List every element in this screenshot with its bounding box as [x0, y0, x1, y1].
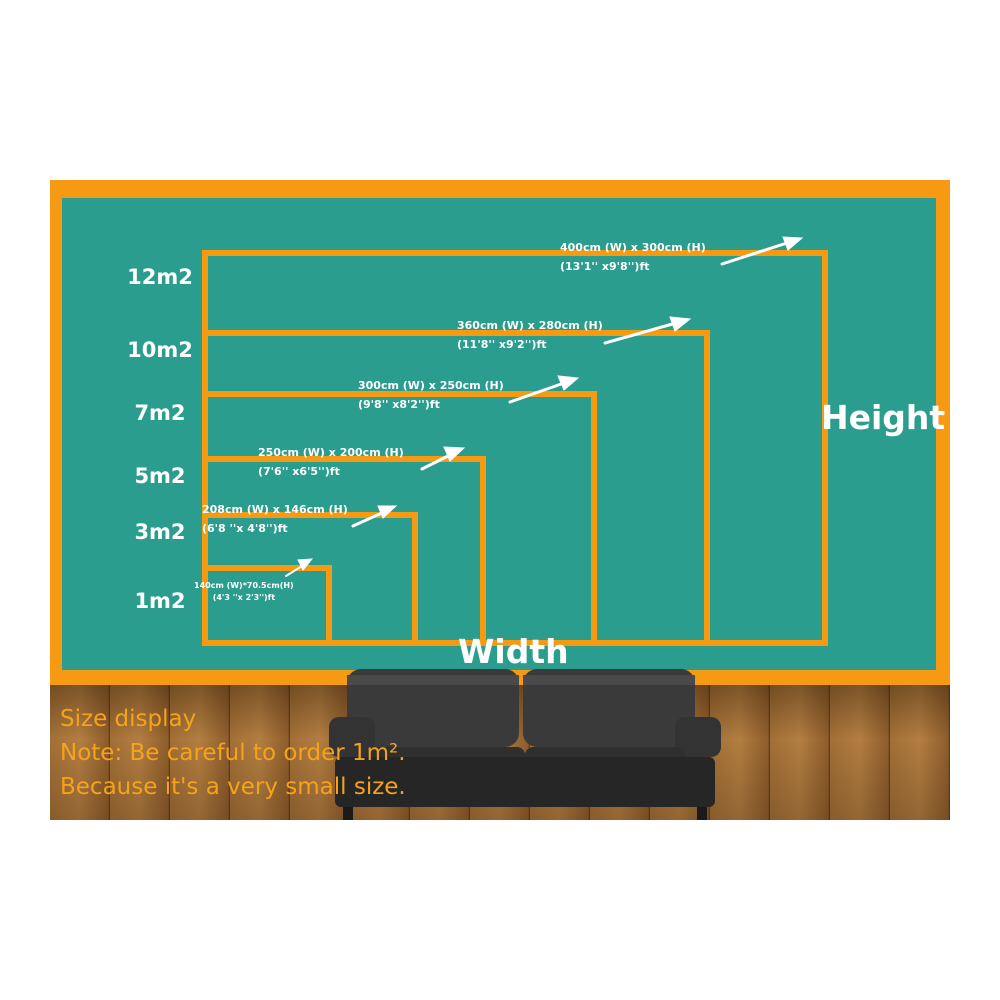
size-note: Size display Note: Be careful to order 1… — [60, 702, 406, 804]
note-line-3: Because it's a very small size. — [60, 774, 406, 800]
wall-size-diagram: 12m2 10m2 7m2 5m2 3m2 1m2 400cm (W) x 30… — [50, 180, 950, 820]
dimension-cm: 140cm (W)*70.5cm(H) — [194, 581, 294, 590]
dimension-text-1m2: 140cm (W)*70.5cm(H) (4'3 ''x 2'3'')ft — [194, 580, 294, 604]
area-label-3m2: 3m2 — [134, 520, 186, 544]
width-label: Width — [458, 632, 569, 671]
note-line-2: Note: Be careful to order 1m². — [60, 740, 406, 766]
size-rect-1m2 — [202, 565, 332, 646]
dimension-text-10m2: 360cm (W) x 280cm (H) (11'8'' x9'2'')ft — [457, 316, 603, 354]
dimension-text-3m2: 208cm (W) x 146cm (H) (6'8 ''x 4'8'')ft — [202, 500, 348, 538]
dimension-ft: (4'3 ''x 2'3'')ft — [212, 593, 276, 602]
height-label: Height — [821, 398, 946, 437]
dimension-ft: (7'6'' x6'5'')ft — [258, 465, 340, 478]
sofa-image — [329, 669, 721, 820]
note-line-1: Size display — [60, 706, 197, 732]
dimension-text-12m2: 400cm (W) x 300cm (H) (13'1'' x9'8'')ft — [560, 238, 706, 276]
dimension-cm: 300cm (W) x 250cm (H) — [358, 379, 504, 392]
area-label-12m2: 12m2 — [127, 265, 193, 289]
dimension-text-7m2: 300cm (W) x 250cm (H) (9'8'' x8'2'')ft — [358, 376, 504, 414]
area-label-10m2: 10m2 — [127, 338, 193, 362]
dimension-ft: (6'8 ''x 4'8'')ft — [202, 522, 288, 535]
dimension-cm: 208cm (W) x 146cm (H) — [202, 503, 348, 516]
dimension-cm: 400cm (W) x 300cm (H) — [560, 241, 706, 254]
dimension-ft: (13'1'' x9'8'')ft — [560, 260, 650, 273]
dimension-cm: 250cm (W) x 200cm (H) — [258, 446, 404, 459]
dimension-ft: (9'8'' x8'2'')ft — [358, 398, 440, 411]
dimension-text-5m2: 250cm (W) x 200cm (H) (7'6'' x6'5'')ft — [258, 443, 404, 481]
dimension-cm: 360cm (W) x 280cm (H) — [457, 319, 603, 332]
dimension-ft: (11'8'' x9'2'')ft — [457, 338, 547, 351]
wall-panel: 12m2 10m2 7m2 5m2 3m2 1m2 400cm (W) x 30… — [62, 198, 936, 670]
area-label-5m2: 5m2 — [134, 464, 186, 488]
area-label-1m2: 1m2 — [134, 589, 186, 613]
area-label-7m2: 7m2 — [134, 401, 186, 425]
